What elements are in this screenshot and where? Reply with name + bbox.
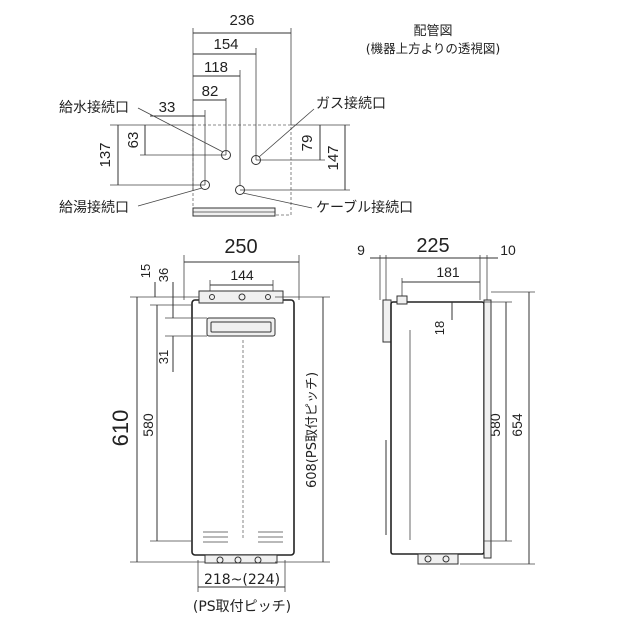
- dim-9: 9: [357, 242, 365, 258]
- front-bottom-vents: [203, 531, 283, 543]
- piping-subtitle: (機器上方よりの透視図): [366, 41, 501, 56]
- side-wall-bracket: [382, 299, 392, 343]
- side-bottom-fittings: [417, 553, 459, 565]
- dim-236: 236: [229, 12, 254, 29]
- gas-circle: [251, 155, 261, 165]
- cable-circle: [235, 185, 245, 195]
- dim-18: 18: [432, 321, 447, 335]
- leader-hot-out: [137, 187, 203, 207]
- dim-15: 15: [138, 264, 153, 278]
- label-hot-out: 給湯接続口: [59, 199, 129, 216]
- dim-147: 147: [325, 145, 342, 170]
- hot-out-circle: [200, 180, 210, 190]
- leader-cable: [242, 192, 313, 209]
- piping-outline: [192, 124, 292, 216]
- dim-33: 33: [159, 99, 176, 116]
- water-in-circle: [221, 150, 231, 160]
- dim-218-224: 218~(224): [204, 572, 280, 588]
- dim-250: 250: [224, 236, 257, 258]
- dim-36: 36: [156, 268, 171, 282]
- piping-diagram: 236 154 118 82 33 63 137 79 147: [59, 12, 501, 217]
- label-cable: ケーブル接続口: [316, 199, 413, 216]
- dim-580-side: 580: [487, 413, 503, 437]
- dim-608-ps: 608(PS取付ピッチ): [305, 372, 320, 488]
- bracket-hole-2: [238, 293, 246, 301]
- piping-title: 配管図: [413, 24, 452, 39]
- side-top-fitting: [396, 295, 408, 305]
- fitting-3: [254, 556, 262, 564]
- dim-82: 82: [202, 83, 219, 100]
- dim-137: 137: [97, 142, 114, 167]
- side-body: [390, 301, 485, 555]
- label-water-in: 給水接続口: [59, 99, 129, 116]
- dim-63: 63: [125, 132, 142, 149]
- fitting-2: [234, 556, 242, 564]
- bracket-hole-1: [209, 294, 215, 300]
- dim-154: 154: [213, 36, 238, 53]
- leader-gas: [258, 108, 315, 158]
- side-front-cover: [483, 299, 492, 559]
- front-exhaust: [206, 317, 276, 337]
- leader-water-in: [137, 107, 224, 153]
- dim-654: 654: [509, 413, 525, 437]
- dim-31: 31: [156, 350, 171, 364]
- bracket-hole-3: [265, 294, 271, 300]
- dim-225: 225: [416, 235, 449, 257]
- dim-144: 144: [230, 267, 254, 283]
- dim-79: 79: [299, 135, 316, 152]
- dim-610: 610: [108, 410, 133, 447]
- front-exhaust-inner: [210, 321, 272, 333]
- fitting-1: [216, 556, 224, 564]
- front-view: 250 144: [108, 236, 330, 615]
- dim-181: 181: [436, 264, 460, 280]
- side-view: 9 225 10 181 18 580 654: [357, 235, 535, 565]
- dim-10: 10: [500, 242, 516, 258]
- dim-580-front: 580: [140, 413, 156, 437]
- side-fitting-1: [424, 555, 432, 563]
- side-fitting-2: [442, 555, 450, 563]
- dim-118: 118: [204, 59, 228, 76]
- dim-bottom-note: (PS取付ピッチ): [193, 599, 291, 615]
- label-gas: ガス接続口: [316, 95, 386, 112]
